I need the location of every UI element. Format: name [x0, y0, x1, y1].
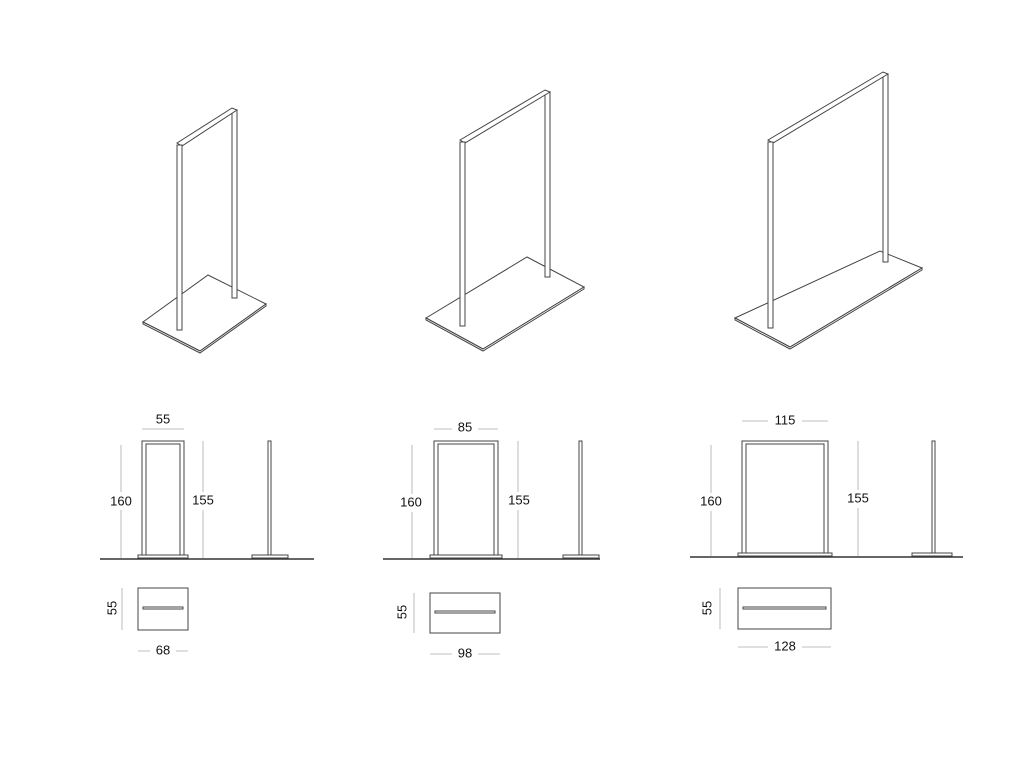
elevation-small: 160 155 55 55 68 [100, 411, 314, 659]
back-post [231, 109, 238, 299]
front-post [459, 141, 466, 327]
base-length-label: 128 [774, 638, 796, 653]
iso-view-large [733, 71, 924, 350]
total-height-label: 160 [700, 493, 722, 508]
width-label: 55 [156, 411, 170, 426]
iso-view-medium [424, 89, 586, 352]
elevation-medium: 160 155 85 55 98 [383, 419, 600, 662]
frame-height-label: 155 [192, 492, 214, 507]
top-bar [767, 71, 890, 144]
depth-label: 55 [394, 605, 409, 619]
base-plate [142, 274, 267, 352]
depth-label: 55 [699, 601, 714, 615]
base-length-label: 68 [156, 642, 170, 657]
front-post [767, 141, 774, 329]
frame-height-label: 155 [508, 492, 530, 507]
top-bar [459, 89, 552, 144]
total-height-label: 160 [400, 494, 422, 509]
front-post [176, 144, 183, 331]
depth-label: 55 [104, 601, 119, 615]
width-label: 115 [775, 412, 796, 427]
base-length-label: 98 [458, 645, 472, 660]
top-bar [176, 107, 239, 147]
total-height-label: 160 [110, 493, 132, 508]
back-post [882, 73, 889, 263]
elevation-large: 160 155 115 55 128 [690, 412, 963, 655]
frame-height-label: 155 [847, 490, 869, 505]
back-post [544, 91, 551, 278]
iso-view-small [142, 107, 267, 354]
width-label: 85 [458, 419, 472, 434]
